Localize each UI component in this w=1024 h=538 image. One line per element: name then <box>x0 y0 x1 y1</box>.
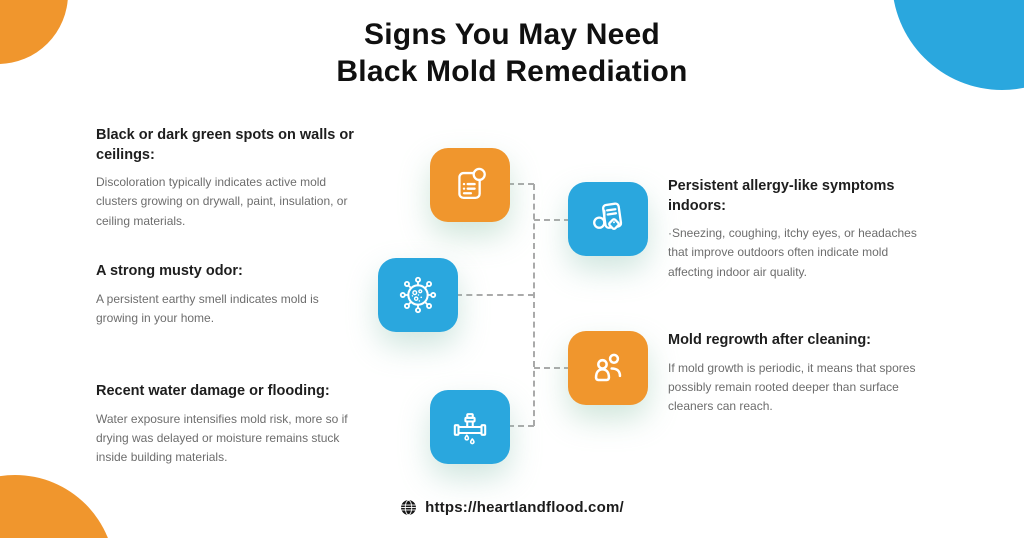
tile-mold-spore <box>378 258 458 332</box>
sign-block-mold-regrowth: Mold regrowth after cleaning: If mold gr… <box>668 331 936 416</box>
sign-block-water-damage: Recent water damage or flooding: Water e… <box>96 382 358 467</box>
sign-block-dark-spots: Black or dark green spots on walls or ce… <box>96 126 358 231</box>
tile-leaking-pipe <box>430 390 510 464</box>
connector-people <box>534 367 570 369</box>
mold-spore-icon <box>399 276 437 314</box>
tile-allergy-symptoms <box>568 182 648 256</box>
sign-block-allergy-symptoms: Persistent allergy-like symptoms indoors… <box>668 177 936 282</box>
page-title: Signs You May Need Black Mold Remediatio… <box>0 16 1024 90</box>
allergy-document-tag-icon <box>593 202 623 230</box>
sign-body: Discoloration typically indicates active… <box>96 175 348 228</box>
sign-heading: Mold regrowth after cleaning: <box>668 332 872 348</box>
sign-heading: A strong musty odor: <box>96 263 243 279</box>
page-title-line2: Black Mold Remediation <box>336 55 688 88</box>
people-icon <box>594 353 622 382</box>
connector-vertical <box>533 184 535 426</box>
connector-pipe <box>508 425 534 427</box>
connector-mold <box>456 294 534 296</box>
connector-symptoms <box>534 219 570 221</box>
footer: https://heartlandflood.com/ <box>0 499 1024 516</box>
sign-body: Water exposure intensifies mold risk, mo… <box>96 411 348 464</box>
sign-block-musty-odor: A strong musty odor: A persistent earthy… <box>96 262 358 328</box>
connector-report <box>508 183 534 185</box>
sign-heading: Black or dark green spots on walls or ce… <box>96 127 354 163</box>
sign-body: ·Sneezing, coughing, itchy eyes, or head… <box>668 226 917 279</box>
sign-body: A persistent earthy smell indicates mold… <box>96 291 319 325</box>
sign-heading: Recent water damage or flooding: <box>96 383 330 399</box>
tile-report <box>430 148 510 222</box>
website-url-link[interactable]: https://heartlandflood.com/ <box>425 499 624 516</box>
report-icon <box>458 167 486 200</box>
tile-people <box>568 331 648 405</box>
page-title-line1: Signs You May Need <box>364 18 660 51</box>
leaking-pipe-icon <box>453 413 487 445</box>
sign-heading: Persistent allergy-like symptoms indoors… <box>668 178 895 214</box>
globe-icon <box>401 499 417 516</box>
sign-body: If mold growth is periodic, it means tha… <box>668 360 916 413</box>
